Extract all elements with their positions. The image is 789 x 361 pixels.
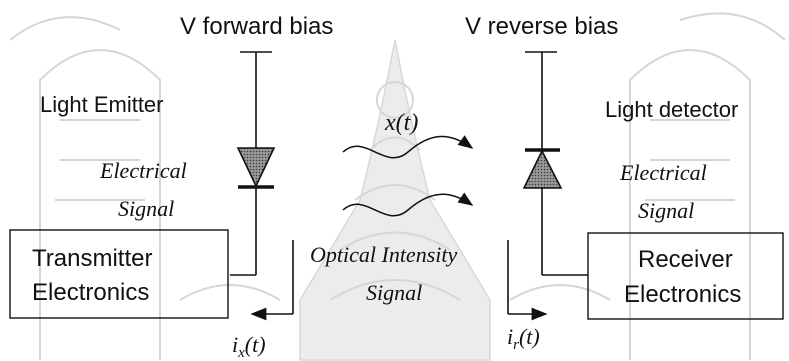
- ix-t-label: ix(t): [232, 332, 266, 361]
- ir-t-label: ir(t): [507, 324, 540, 353]
- light-wave-icon: [342, 135, 474, 217]
- electrical-signal-left-line1: Electrical: [99, 158, 187, 183]
- led-diode-icon: [236, 147, 276, 189]
- transmitter-electronics-box: [9, 229, 229, 319]
- light-detector-label: Light detector: [605, 97, 738, 122]
- optical-intensity-label-line1: Optical Intensity: [310, 242, 457, 267]
- transmitter-electronics-label: Electronics: [32, 279, 149, 306]
- receiver-label: Receiver: [638, 246, 733, 273]
- electrical-signal-left-line2: Signal: [118, 196, 174, 221]
- transmitter-label: Transmitter: [32, 245, 152, 272]
- watermark-emblem: [9, 12, 786, 361]
- v-forward-bias-label: V forward bias: [180, 13, 333, 40]
- receiver-electronics-box: [587, 232, 784, 320]
- photodiode-icon: [522, 148, 563, 189]
- receiver-electronics-label: Electronics: [624, 281, 741, 308]
- v-reverse-bias-label: V reverse bias: [465, 13, 618, 40]
- optical-intensity-label-line2: Signal: [366, 280, 422, 305]
- electrical-signal-right-line1: Electrical: [619, 160, 707, 185]
- light-emitter-label: Light Emitter: [40, 92, 164, 117]
- electrical-signal-right-line2: Signal: [638, 198, 694, 223]
- x-t-label: x(t): [384, 110, 418, 136]
